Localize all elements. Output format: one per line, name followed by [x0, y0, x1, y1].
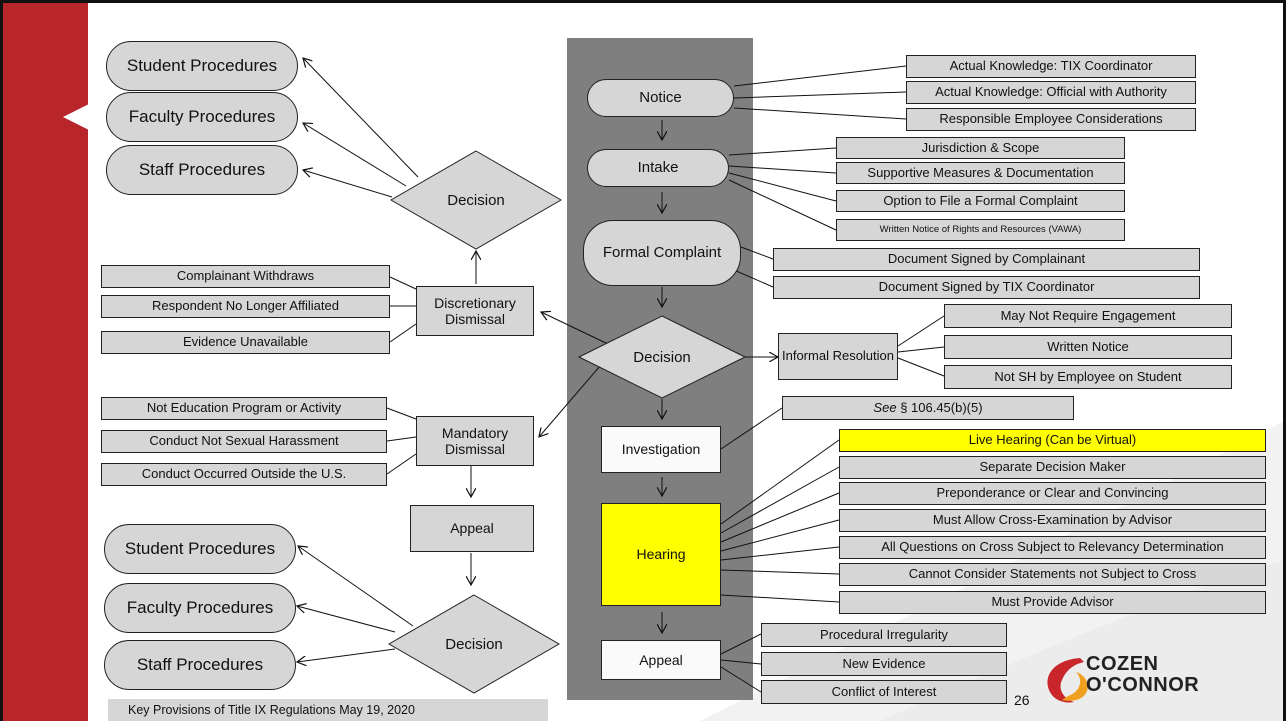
reason-outside-us: Conduct Occurred Outside the U.S. — [101, 463, 387, 486]
appeal-item-procedural-irregularity: Procedural Irregularity — [761, 623, 1007, 647]
hearing-item-statements-not-cross: Cannot Consider Statements not Subject t… — [839, 563, 1266, 586]
informal-item-no-engagement: May Not Require Engagement — [944, 304, 1232, 328]
bottom-staff-procedures: Staff Procedures — [104, 640, 296, 690]
reason-not-sexual-harassment: Conduct Not Sexual Harassment — [101, 430, 387, 453]
investigation-reference: See § 106.45(b)(5) — [782, 396, 1074, 420]
logo-line-1: COZEN — [1086, 653, 1159, 675]
appeal-item-conflict-of-interest: Conflict of Interest — [761, 680, 1007, 704]
intake-item-jurisdiction: Jurisdiction & Scope — [836, 137, 1125, 159]
hearing-item-separate-decision-maker: Separate Decision Maker — [839, 456, 1266, 479]
informal-item-not-sh-employee: Not SH by Employee on Student — [944, 365, 1232, 389]
bottom-decision-diamond: Decision — [388, 594, 560, 694]
informal-item-written-notice: Written Notice — [944, 335, 1232, 359]
notice-item-official-authority: Actual Knowledge: Official with Authorit… — [906, 81, 1196, 104]
informal-resolution: Informal Resolution — [778, 333, 898, 380]
top-staff-procedures: Staff Procedures — [106, 145, 298, 195]
center-appeal-step: Appeal — [601, 640, 721, 680]
center-decision-diamond: Decision — [578, 315, 746, 399]
notice-step: Notice — [587, 79, 734, 117]
page-number: 26 — [1014, 692, 1030, 708]
complaint-item-signed-coordinator: Document Signed by TIX Coordinator — [773, 276, 1200, 299]
logo-wordmark: COZEN O'CONNOR — [1086, 654, 1199, 696]
reason-evidence-unavailable: Evidence Unavailable — [101, 331, 390, 354]
mandatory-dismissal: Mandatory Dismissal — [416, 416, 534, 466]
notice-item-tix-coordinator: Actual Knowledge: TIX Coordinator — [906, 55, 1196, 78]
hearing-item-live-hearing: Live Hearing (Can be Virtual) — [839, 429, 1266, 452]
intake-item-written-notice-vawa: Written Notice of Rights and Resources (… — [836, 219, 1125, 241]
reason-not-education-program: Not Education Program or Activity — [101, 397, 387, 420]
top-student-procedures: Student Procedures — [106, 41, 298, 91]
top-decision-diamond: Decision — [390, 150, 562, 250]
cozen-oconnor-logo-mark — [1047, 658, 1088, 703]
appeal-item-new-evidence: New Evidence — [761, 652, 1007, 676]
complaint-item-signed-complainant: Document Signed by Complainant — [773, 248, 1200, 271]
reason-respondent-no-longer-affiliated: Respondent No Longer Affiliated — [101, 295, 390, 318]
sidebar-notch — [63, 104, 89, 130]
intake-step: Intake — [587, 149, 729, 187]
footer-caption: Key Provisions of Title IX Regulations M… — [108, 699, 548, 721]
see-label: See — [873, 399, 897, 415]
top-decision-label: Decision — [447, 191, 505, 209]
hearing-step: Hearing — [601, 503, 721, 606]
top-faculty-procedures: Faculty Procedures — [106, 92, 298, 142]
reason-complainant-withdraws: Complainant Withdraws — [101, 265, 390, 288]
notice-item-responsible-employee: Responsible Employee Considerations — [906, 108, 1196, 131]
hearing-item-provide-advisor: Must Provide Advisor — [839, 591, 1266, 614]
intake-item-option-formal: Option to File a Formal Complaint — [836, 190, 1125, 212]
investigation-step: Investigation — [601, 426, 721, 473]
formal-complaint-step: Formal Complaint — [583, 220, 741, 286]
left-appeal: Appeal — [410, 505, 534, 552]
intake-item-supportive-measures: Supportive Measures & Documentation — [836, 162, 1125, 184]
bottom-student-procedures: Student Procedures — [104, 524, 296, 574]
logo-line-2: O'CONNOR — [1086, 674, 1200, 696]
bottom-decision-label: Decision — [445, 635, 503, 653]
center-decision-label: Decision — [633, 348, 691, 366]
hearing-item-standard-of-evidence: Preponderance or Clear and Convincing — [839, 482, 1266, 505]
hearing-item-cross-examination: Must Allow Cross-Examination by Advisor — [839, 509, 1266, 532]
section-reference: § 106.45(b)(5) — [900, 399, 983, 415]
hearing-item-relevancy: All Questions on Cross Subject to Releva… — [839, 536, 1266, 559]
discretionary-dismissal: Discretionary Dismissal — [416, 286, 534, 336]
bottom-faculty-procedures: Faculty Procedures — [104, 583, 296, 633]
